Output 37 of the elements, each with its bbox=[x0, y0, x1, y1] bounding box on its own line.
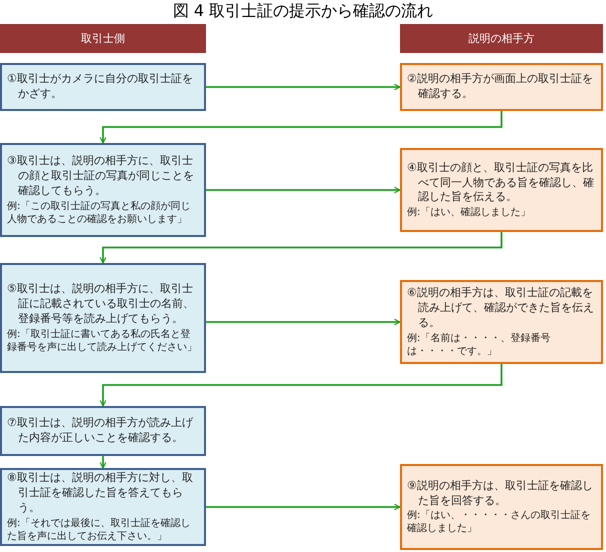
step-box bbox=[0, 143, 206, 237]
example-text: 例:「はい、確認しました」 bbox=[407, 206, 532, 220]
step-text: ⑦取引士は、説明の相手方が読み上げた内容が正しいことを確認する。 bbox=[7, 416, 194, 446]
step-text: ⑥説明の相手方は、取引士証の記載を読み上げて、確認ができた旨を伝える。 bbox=[407, 286, 595, 331]
example-text: 例:「この取引士証の写真と私の顔が同じ人物であることの確認をお願いします」 bbox=[7, 200, 192, 226]
example-text: 例:「取引士証に書いてある私の氏名と登録番号を声に出して読み上げてください」 bbox=[7, 328, 198, 354]
step-box bbox=[400, 63, 603, 111]
example-text: 例:「名前は・・・・、登録番号は・・・・です。」 bbox=[407, 332, 552, 358]
flow-arrow bbox=[100, 456, 106, 469]
step-box bbox=[0, 406, 206, 456]
flow-arrow bbox=[100, 232, 502, 264]
step-text: ①取引士がカメラに自分の取引士証をかざす。 bbox=[7, 72, 194, 102]
step-box bbox=[0, 63, 206, 111]
step-box bbox=[400, 148, 603, 232]
step-box bbox=[0, 468, 206, 546]
column-header bbox=[0, 24, 206, 53]
flow-arrow bbox=[206, 186, 401, 194]
step-text: ⑧取引士は、説明の相手方に対し、取引士証を確認した旨を答えてもらう。 bbox=[7, 471, 194, 516]
header-text: 説明の相手方 bbox=[468, 31, 534, 46]
step-text: ④取引士の顔と、取引士証の写真を比べて同一人物である旨を確認し、確認した旨を伝える。 bbox=[407, 160, 595, 206]
figure-title: 図 4 取引士証の提示から確認の流れ bbox=[172, 1, 434, 22]
step-text: ⑤取引士は、説明の相手方に、取引士証に記載されている取引士の名前、登録番号等を読み上げてもらう。 bbox=[7, 282, 195, 327]
step-box bbox=[0, 263, 206, 373]
example-text: 例:「はい、・・・・・さんの取引士証を確認しました」 bbox=[407, 509, 592, 536]
flow-arrow bbox=[206, 504, 401, 510]
step-box bbox=[400, 464, 603, 550]
flow-arrow bbox=[100, 364, 502, 407]
flow-arrow bbox=[100, 111, 502, 144]
example-text: 例:「それでは最後に、取引士証を確認した旨を声に出してお伝え下さい。」 bbox=[7, 516, 192, 543]
flow-arrow bbox=[206, 318, 401, 326]
column-header bbox=[400, 24, 603, 53]
step-text: ⑨説明の相手方は、取引士証を確認した旨を回答する。 bbox=[407, 478, 594, 508]
header-text: 取引士側 bbox=[81, 31, 125, 46]
flow-arrow bbox=[206, 84, 401, 90]
step-box bbox=[400, 280, 603, 364]
step-text: ②説明の相手方が画面上の取引士証を確認する。 bbox=[407, 72, 594, 102]
step-text: ③取引士は、説明の相手方に、取引士の顔と取引士証の写真が同じことを確認してもらう。 bbox=[7, 154, 195, 199]
